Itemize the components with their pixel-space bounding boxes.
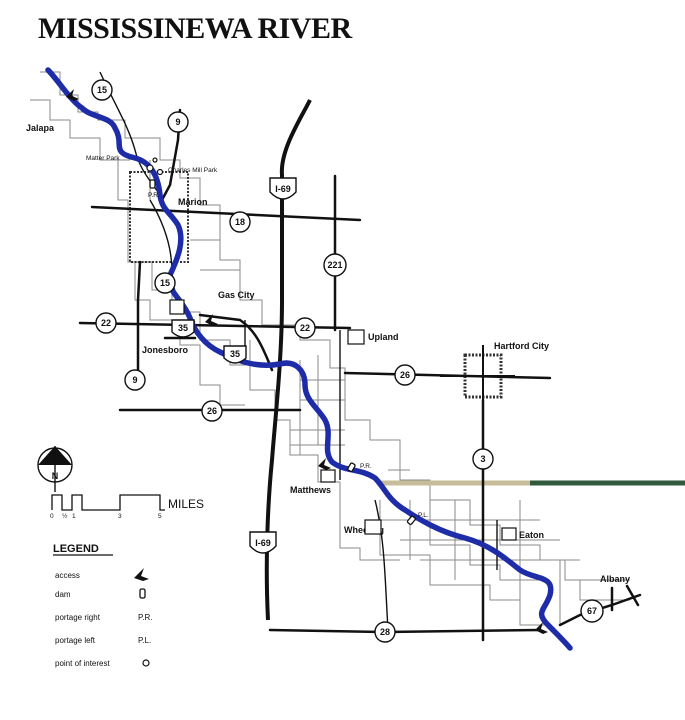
shield-28: 28 xyxy=(374,621,396,643)
shield-26-west: 26 xyxy=(201,400,223,422)
legend-item-point-of-interest: point of interest xyxy=(55,659,110,668)
scale-bar: 0 ½ 1 3 5 MILES xyxy=(50,494,204,520)
portage-right-matthews: P.R. xyxy=(360,463,372,470)
points-of-interest xyxy=(146,157,164,176)
svg-text:0: 0 xyxy=(50,513,54,520)
town-matthews: Matthews xyxy=(290,485,331,495)
shield-i69-north: I-69 xyxy=(269,177,297,200)
legend: LEGEND access dam portage right P.R. por… xyxy=(53,543,153,668)
legend-dam-icon xyxy=(139,588,146,599)
town-eaton: Eaton xyxy=(519,530,544,540)
town-albany: Albany xyxy=(600,574,630,584)
route-shields: 15 9 18 221 15 22 22 9 26 26 3 28 67 35 … xyxy=(91,79,604,643)
shield-67: 67 xyxy=(580,599,604,623)
portage-left-wheeling: P.L. xyxy=(418,512,429,519)
legend-item-portage-right: portage right xyxy=(55,613,101,622)
shield-35-south: 35 xyxy=(223,345,247,364)
svg-text:9: 9 xyxy=(132,375,137,385)
town-jonesboro: Jonesboro xyxy=(142,345,189,355)
legend-title: LEGEND xyxy=(53,543,99,555)
shield-9-south: 9 xyxy=(124,369,146,391)
state-highways xyxy=(78,108,642,642)
town-hartford-city: Hartford City xyxy=(494,341,549,351)
shield-18: 18 xyxy=(229,211,251,233)
access-arrows xyxy=(66,89,548,634)
poi-matter-park: Matter Park xyxy=(86,155,120,162)
legend-item-dam: dam xyxy=(55,590,71,599)
svg-text:5: 5 xyxy=(158,513,162,520)
shield-26-east: 26 xyxy=(394,364,416,386)
svg-text:221: 221 xyxy=(327,260,342,270)
shield-221: 221 xyxy=(323,253,347,277)
legend-symbol-portage-right: P.R. xyxy=(138,613,153,622)
shield-15-north: 15 xyxy=(91,79,113,101)
poi-charles-mill-park: Charles Mill Park xyxy=(168,167,218,174)
svg-text:22: 22 xyxy=(300,323,310,333)
svg-text:3: 3 xyxy=(480,454,485,464)
shield-22-east: 22 xyxy=(294,317,316,339)
svg-text:15: 15 xyxy=(97,85,107,95)
svg-text:1: 1 xyxy=(72,513,76,520)
shield-15-south: 15 xyxy=(154,272,176,294)
svg-text:22: 22 xyxy=(101,318,111,328)
town-jalapa: Jalapa xyxy=(26,123,55,133)
town-gas-city: Gas City xyxy=(218,290,255,300)
svg-text:½: ½ xyxy=(62,512,68,520)
svg-text:I-69: I-69 xyxy=(255,538,271,548)
shield-9-north: 9 xyxy=(167,111,189,133)
legend-item-portage-left: portage left xyxy=(55,636,96,645)
shield-35-north: 35 xyxy=(171,319,195,338)
shield-i69-south: I-69 xyxy=(249,531,277,554)
legend-item-access: access xyxy=(55,571,80,580)
town-upland: Upland xyxy=(368,332,399,342)
hartford-city-area xyxy=(440,345,515,455)
svg-text:3: 3 xyxy=(118,513,122,520)
svg-text:26: 26 xyxy=(207,406,217,416)
svg-text:15: 15 xyxy=(160,278,170,288)
mississinewa-river xyxy=(45,67,573,651)
scale-miles-label: MILES xyxy=(168,497,204,511)
map-title: MISSISSINEWA RIVER xyxy=(38,12,352,45)
legend-access-icon xyxy=(134,568,149,581)
town-wheeling: Wheeling xyxy=(344,525,384,535)
svg-text:35: 35 xyxy=(230,349,240,359)
svg-text:67: 67 xyxy=(587,606,597,616)
north-label: N xyxy=(52,471,59,481)
portage-right-marion: P.R. xyxy=(148,192,160,199)
svg-text:28: 28 xyxy=(380,627,390,637)
town-marion: Marion xyxy=(178,197,208,207)
legend-poi-icon xyxy=(142,659,150,667)
svg-text:9: 9 xyxy=(175,117,180,127)
legend-symbol-portage-left: P.L. xyxy=(138,636,151,645)
boundary-grid xyxy=(30,71,630,626)
town-markers xyxy=(169,299,517,541)
svg-text:26: 26 xyxy=(400,370,410,380)
dam-marks xyxy=(149,179,416,526)
shield-22-west: 22 xyxy=(95,312,117,334)
svg-text:35: 35 xyxy=(178,323,188,333)
north-arrow: N xyxy=(37,446,73,492)
svg-text:18: 18 xyxy=(235,217,245,227)
shield-3: 3 xyxy=(472,448,494,470)
svg-text:I-69: I-69 xyxy=(275,184,291,194)
